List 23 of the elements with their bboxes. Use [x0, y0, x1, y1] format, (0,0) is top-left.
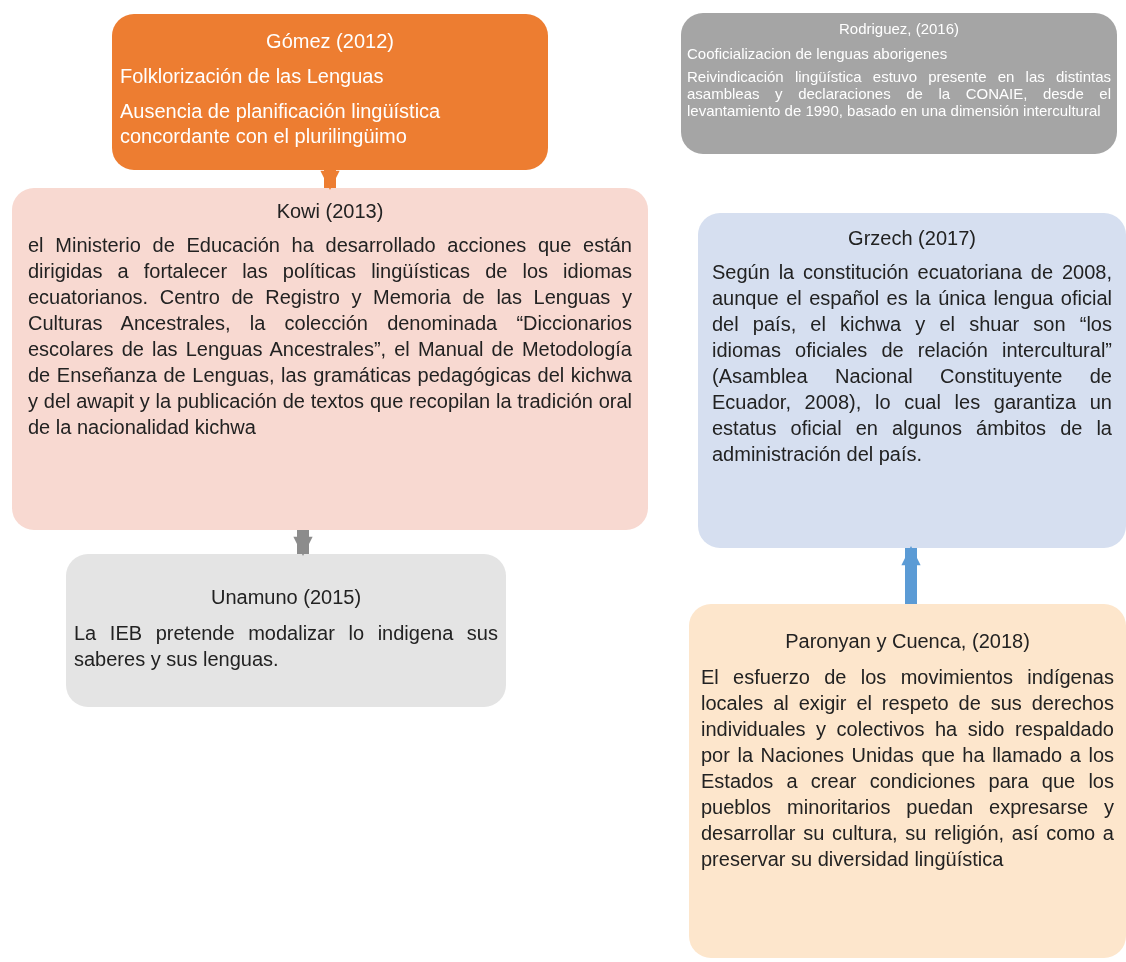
body-text: El esfuerzo de los movimientos indígenas locales al exigir el respeto de sus derechos individuales y colectivos ha sido respaldado por la Naciones Unidas que ha llamado a los Estados a crear condiciones para que los pueblos minoritarios puedan expresarse y desarrollar su cultura, su religión, así como a preservar su diversidad lingüística: [701, 665, 1114, 872]
body-text: el Ministerio de Educación ha desarrollado acciones que están dirigidas a fortalecer las políticas lingüísticas de los idiomas ecuatorianos. Centro de Registro y Memoria de las Lenguas y Culturas Ancestrales, la colección denominada “Diccionarios escolares de las Lenguas Ancestrales”, el Manual de Metodología de Enseñanza de Lenguas, las gramáticas pedagógicas del kichwa y del awapit y la publicación de textos que recopilan la tradición oral de la nacionalidad kichwa: [28, 233, 632, 440]
block-arrow: [293, 530, 313, 556]
block-arrow: [901, 546, 921, 604]
text-box: [698, 213, 1126, 548]
body-text: Folklorización de las Lenguas: [120, 64, 385, 89]
body-text: Cooficializacion de lenguas aborigenes: [687, 44, 949, 62]
text-box: [12, 188, 648, 530]
text-box: [681, 13, 1117, 154]
body-text: Reivindicación lingüística estuvo presente en las distintas asambleas y declaraciones de la CONAIE, desde el levantamiento de 1990, basado en una dimensión intercultural: [687, 67, 1111, 120]
author-heading: Unamuno (2015): [209, 585, 363, 610]
author-heading: Paronyan y Cuenca, (2018): [784, 629, 1031, 654]
author-heading: Rodriguez, (2016): [837, 19, 961, 39]
author-heading: Kowi (2013): [275, 199, 385, 224]
body-text: La IEB pretende modalizar lo indigena sus saberes y sus lenguas.: [74, 621, 498, 672]
body-text: Según la constitución ecuatoriana de 2008, aunque el español es la única lengua oficial del país, el kichwa y el shuar son “los idiomas oficiales de relación intercultural” (Asamblea Nacional Constituyente de Ecuador, 2008), lo cual les garantiza un estatus oficial en algunos ámbitos de la administración del país.: [712, 260, 1112, 467]
block-arrow: [320, 170, 340, 190]
author-heading: Gómez (2012): [265, 29, 395, 54]
text-box: [112, 14, 548, 170]
text-box: [689, 604, 1126, 958]
body-text: Ausencia de planificación lingüística concordante con el plurilingüimo: [120, 99, 442, 149]
author-heading: Grzech (2017): [847, 226, 977, 251]
text-box: [66, 554, 506, 707]
